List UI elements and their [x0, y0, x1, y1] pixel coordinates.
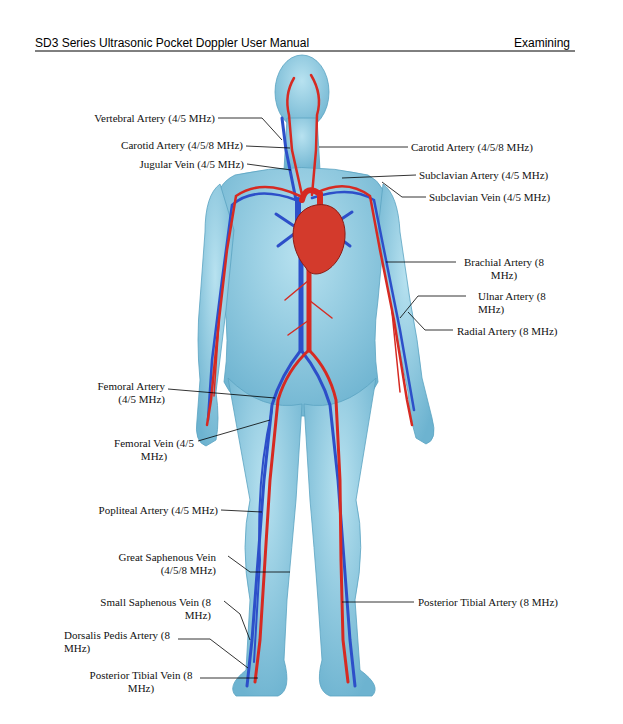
- leader-line: [168, 389, 275, 398]
- iliac-femoral-artery-right: [309, 350, 348, 682]
- site-label: Brachial Artery (8 MHz): [462, 256, 546, 282]
- leader-line: [246, 146, 290, 148]
- site-label: Subclavian Artery (4/5 MHz): [419, 169, 599, 182]
- iliac-femoral-artery: [255, 350, 309, 682]
- leader-line: [228, 556, 290, 572]
- body-torso: [216, 168, 386, 417]
- subclavian-brachial-artery: [207, 187, 300, 425]
- site-label: Great Saphenous Vein (4/5/8 MHz): [98, 551, 216, 577]
- leader-line: [200, 678, 258, 679]
- abdominal-branches: [285, 280, 332, 335]
- site-label: Femoral Vein (4/5 MHz): [114, 437, 194, 463]
- leader-line: [342, 175, 416, 178]
- site-label: Posterior Tibial Artery (8 MHz): [418, 596, 608, 609]
- site-label: Dorsalis Pedis Artery (8 MHz): [64, 629, 176, 655]
- forearm-arteries: [214, 312, 400, 396]
- site-label: Femoral Artery (4/5 MHz): [80, 380, 165, 406]
- site-label: Posterior Tibial Vein (8 MHz): [84, 669, 198, 695]
- site-label: Jugular Vein (4/5 MHz): [40, 158, 244, 171]
- leader-line: [382, 182, 426, 197]
- carotid-artery-right: [311, 75, 319, 195]
- leader-line: [178, 639, 248, 668]
- site-label: Carotid Artery (4/5/8 MHz): [40, 139, 243, 152]
- great-saphenous-vein: [254, 410, 272, 662]
- leader-line: [386, 262, 456, 263]
- leader-line: [198, 420, 270, 441]
- section-header: Examining: [470, 36, 570, 50]
- heart: [293, 205, 345, 274]
- site-label: Popliteal Artery (4/5 MHz): [40, 504, 218, 517]
- leader-line: [342, 602, 414, 603]
- site-label: Small Saphenous Vein (8 MHz): [93, 596, 211, 622]
- leader-line: [408, 312, 453, 330]
- leader-line: [319, 147, 408, 148]
- leader-line: [224, 601, 250, 640]
- site-label: Subclavian Vein (4/5 MHz): [429, 191, 609, 204]
- body-arm-right: [378, 184, 434, 444]
- femoral-vein-right: [301, 350, 355, 686]
- page-header: SD3 Series Ultrasonic Pocket Doppler Use…: [35, 36, 395, 50]
- vena-cava-inferior: [299, 250, 304, 350]
- carotid-artery: [287, 78, 302, 195]
- site-label: Vertebral Artery (4/5 MHz): [40, 112, 215, 125]
- header-rule: [35, 51, 575, 52]
- site-label: Carotid Artery (4/5/8 MHz): [411, 141, 591, 154]
- site-label: Radial Artery (8 MHz): [457, 325, 607, 338]
- leader-line: [400, 296, 466, 318]
- leader-line: [221, 510, 262, 512]
- site-label: Ulnar Artery (8 MHz): [478, 290, 546, 316]
- femoral-vein: [247, 350, 301, 686]
- leader-line: [247, 164, 291, 170]
- leader-line: [218, 118, 282, 140]
